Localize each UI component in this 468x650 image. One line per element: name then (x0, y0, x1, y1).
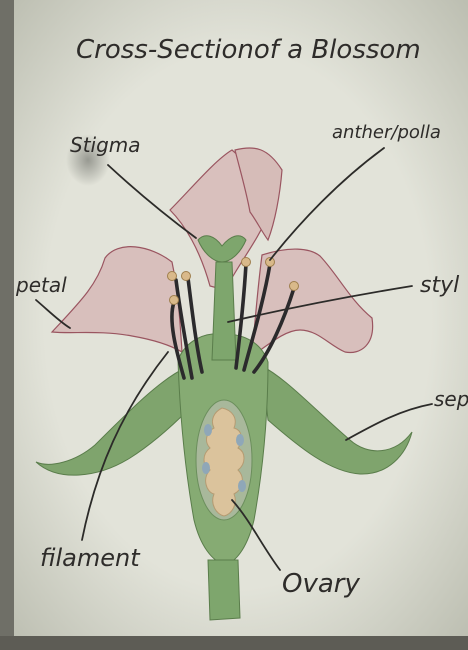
anther (242, 258, 251, 267)
ovule-spot (202, 462, 210, 474)
paper-left-edge-shadow (0, 0, 14, 650)
label-sepal: sep (434, 387, 468, 411)
anther (290, 282, 299, 291)
ovary (196, 400, 252, 520)
label-petal: petal (15, 273, 67, 297)
ovule-spot (236, 434, 244, 446)
style (212, 262, 236, 360)
anther (182, 272, 191, 281)
label-anther-pollen: anther/polla (332, 122, 441, 143)
anther (170, 296, 179, 305)
label-style: styl (420, 273, 459, 298)
paper-bottom-edge (0, 636, 468, 650)
label-filament: filament (40, 544, 141, 572)
anther (168, 272, 177, 281)
diagram-title: Cross-Sectionof a Blossom (76, 35, 421, 65)
label-stigma: Stigma (70, 133, 141, 157)
ovule-spot (238, 480, 246, 492)
label-ovary: Ovary (282, 569, 360, 599)
ovule-spot (204, 424, 212, 436)
stem (208, 560, 240, 620)
